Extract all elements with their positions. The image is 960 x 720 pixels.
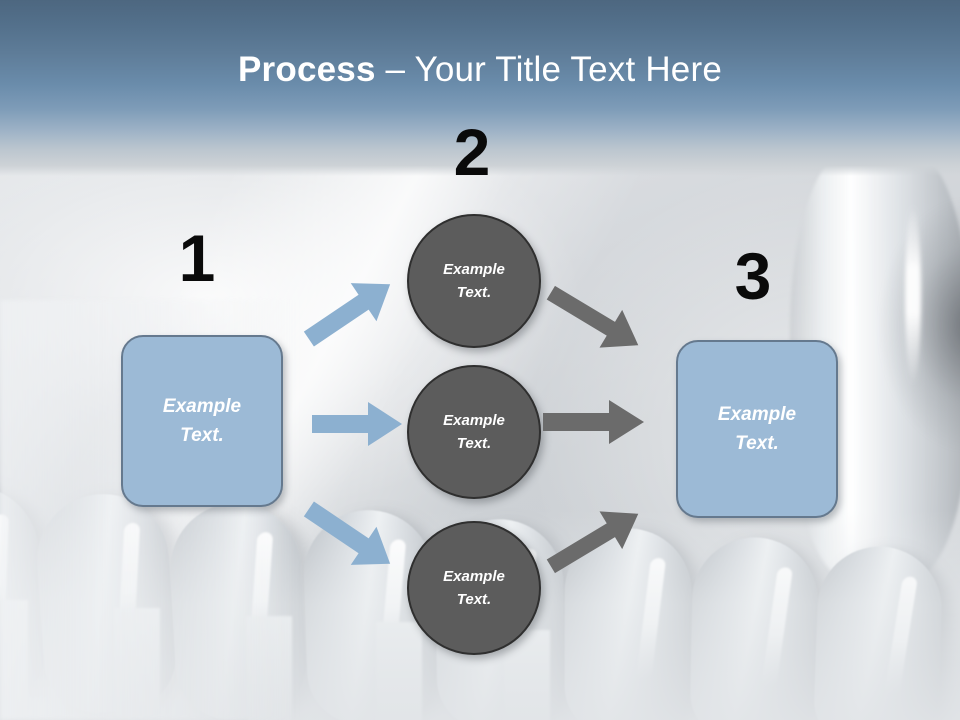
process-circle-middle-line1: Example	[443, 412, 505, 429]
header-band	[0, 0, 960, 176]
arrow-gray-up-right-icon	[543, 503, 653, 574]
process-circle-bottom-line2: Text.	[456, 591, 492, 608]
page-title-strong: Process	[238, 50, 376, 89]
input-box-line2: Text.	[180, 425, 224, 446]
step-number-3: 3	[734, 239, 772, 313]
arrow-blue-up-icon	[300, 275, 404, 347]
process-circle-bottom-line1: Example	[443, 568, 505, 585]
output-box-line1: Example	[717, 404, 797, 425]
arrow-gray-right-icon	[543, 398, 647, 446]
process-circle-middle[interactable]: Example Text.	[407, 365, 541, 499]
process-circle-top-line1: Example	[443, 261, 505, 278]
step-number-2: 2	[453, 115, 491, 189]
input-box-shape[interactable]: Example Text.	[121, 335, 283, 507]
step-number-1: 1	[178, 221, 216, 295]
background-tube-highlight	[905, 205, 921, 385]
output-box-line2: Text.	[735, 433, 779, 454]
page-title: Process – Your Title Text Here	[0, 48, 960, 92]
process-circle-middle-line2: Text.	[456, 435, 492, 452]
output-box-shape[interactable]: Example Text.	[676, 340, 838, 518]
arrow-blue-right-icon	[312, 400, 404, 448]
arrow-blue-down-icon	[300, 501, 404, 573]
input-box-line1: Example	[162, 396, 242, 417]
arrow-gray-down-right-icon	[543, 285, 653, 356]
process-circle-top[interactable]: Example Text.	[407, 214, 541, 348]
page-title-rest: – Your Title Text Here	[375, 50, 722, 89]
process-circle-top-line2: Text.	[456, 284, 492, 301]
process-circle-bottom[interactable]: Example Text.	[407, 521, 541, 655]
